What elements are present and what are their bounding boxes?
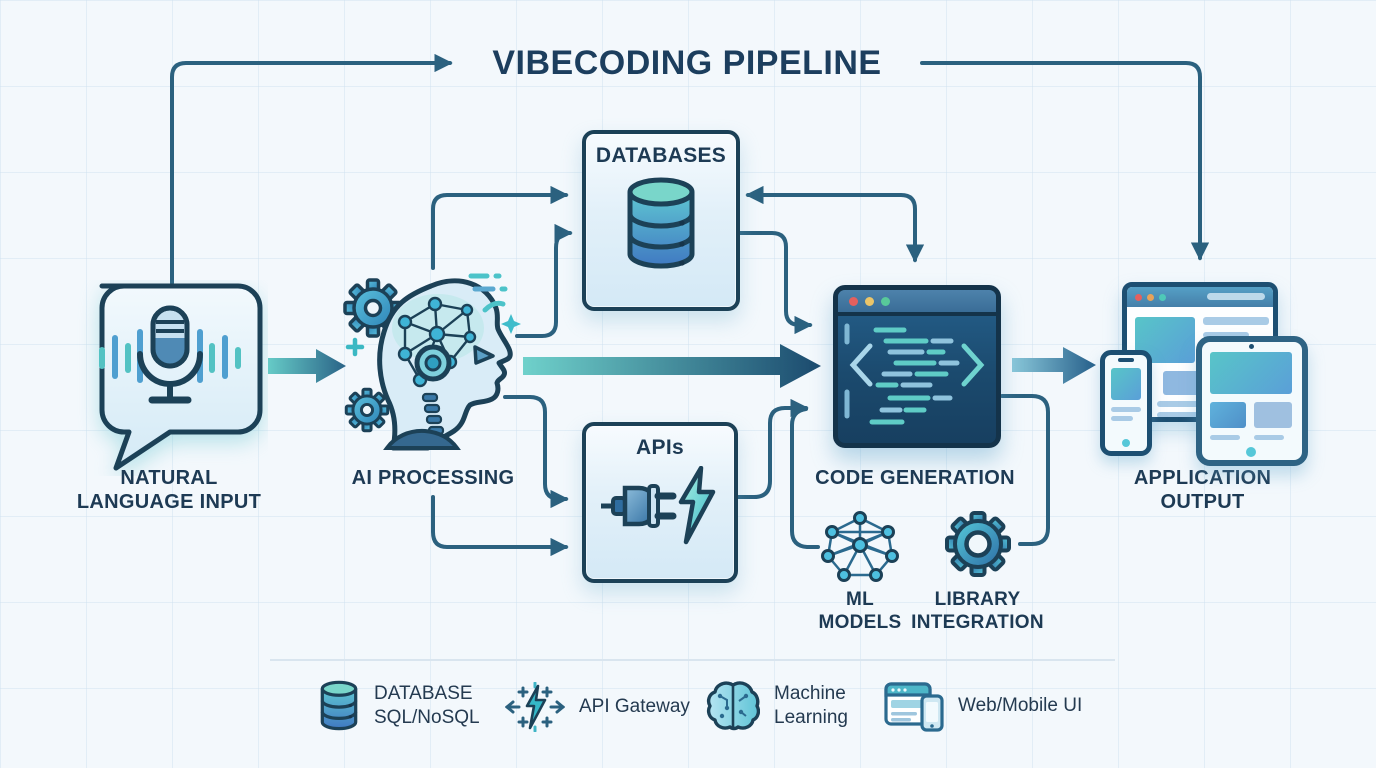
sparkle-icon [501,314,521,334]
browser-titlebar [1127,287,1273,307]
legend-item-web-mobile: Web/Mobile UI [884,680,1082,732]
arrow-apis-to-codegen [736,398,809,499]
brain-icon [706,681,760,731]
tablet-icon [1196,336,1308,466]
ai-robot-head-icon [343,273,521,451]
robot-shoulder [383,428,461,450]
apis-box: APIs [582,422,738,583]
data-dashes [468,273,508,313]
robot-eye-triangle [473,345,495,365]
arrow-ai-to-apis-bottom [431,495,569,557]
legend-item-api-gateway: API Gateway [505,682,690,732]
legend-label-api-gateway: API Gateway [579,696,690,718]
thick-arrow-codegen-to-output [1012,347,1096,384]
thick-arrow-ai-to-codegen [523,344,821,388]
database-cylinder-icon [627,177,695,269]
code-window-titlebar [838,290,996,316]
arrow-databases-to-codegen [736,231,813,335]
window-dot-yellow [865,296,874,306]
web-mobile-icon [884,682,944,732]
phone-icon [1100,350,1152,456]
library-integration-gear-icon [945,511,1011,577]
arrow-ai-to-databases-top [431,185,569,270]
lightning-icon [678,466,716,545]
browser-dot-orange [1147,293,1154,301]
legend-label-web-mobile: Web/Mobile UI [958,695,1083,717]
databases-box-title: DATABASES [595,144,727,167]
label-code-generation: CODE GENERATION [815,467,1015,489]
plug-lightning-icon [601,466,716,545]
code-editor-window [833,285,1001,448]
browser-dot-teal [1159,293,1166,301]
ml-models-network-icon [821,511,899,582]
arrow-databases-codegen-bidirectional [745,185,925,263]
arrow-title-to-output [920,61,1210,261]
microphone-icon [137,305,203,404]
database-icon [320,680,358,731]
code-lines-graphic [844,323,985,425]
browser-address-pill [1207,293,1265,300]
api-gateway-icon [505,682,565,732]
window-dot-green [881,296,890,306]
plug-icon [601,484,677,528]
window-dot-red [849,296,858,306]
sparkle-plus-icon [345,337,365,357]
browser-dot-red [1135,293,1142,301]
gear-small-icon [344,387,390,433]
apis-box-title: APIs [636,436,684,459]
speech-bubble-microphone-icon [99,283,263,471]
application-output-devices [1098,274,1310,470]
gear-large-icon [343,278,403,338]
arrow-input-to-title [170,53,453,285]
legend-divider [270,659,1115,661]
label-ai-processing: AI PROCESSING [351,467,515,489]
diagram-title: VIBECODING PIPELINE [492,44,882,82]
databases-box: DATABASES [582,130,740,311]
